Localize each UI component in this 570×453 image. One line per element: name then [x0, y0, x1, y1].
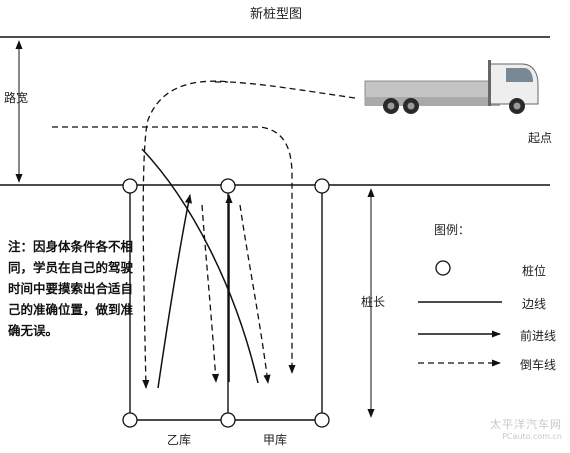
legend-label-edge: 边线: [522, 297, 547, 311]
pile-circle: [220, 178, 236, 194]
pile-circle: [122, 178, 138, 194]
reverse-path-lane-1: [201, 204, 220, 383]
legend-title: 图例：: [434, 223, 471, 237]
watermark: 太平洋汽车网 PCauto.com.cn: [490, 416, 562, 441]
legend-label-pile: 桩位: [522, 264, 547, 278]
reverse-path-lane-2: [239, 204, 271, 384]
forward-path-left: [157, 194, 192, 389]
road-width-label: 路宽: [4, 91, 29, 105]
pile-circle: [220, 412, 236, 428]
pile-positions: [122, 178, 330, 428]
forward-paths: [141, 148, 259, 389]
legend-label-reverse: 倒车线: [520, 358, 557, 372]
garage-a-label: 甲库: [263, 433, 288, 447]
garage-b-label: 乙库: [167, 433, 192, 447]
garage-frame: [129, 192, 323, 421]
instruction-note: 注：因身体条件各不相同，学员在自己的驾驶时间中要摸索出合适自己的准确位置，做到准…: [8, 239, 134, 338]
start-label: 起点: [528, 131, 553, 145]
circle-pile-icon: [435, 260, 451, 276]
truck-image: [364, 60, 539, 114]
reverse-path-hook: [52, 126, 296, 374]
watermark-line2: PCauto.com.cn: [502, 432, 562, 441]
legend-label-forward: 前进线: [520, 329, 557, 343]
legend-graphics: [418, 260, 502, 367]
reverse-paths: [52, 80, 356, 389]
forward-path-sweep: [141, 148, 259, 384]
pile-circle: [122, 412, 138, 428]
watermark-line1: 太平洋汽车网: [490, 418, 562, 431]
diagram-title: 新桩型图: [250, 7, 303, 22]
pile-circle: [314, 178, 330, 194]
pile-length-label: 桩长: [361, 295, 386, 309]
pile-circle: [314, 412, 330, 428]
